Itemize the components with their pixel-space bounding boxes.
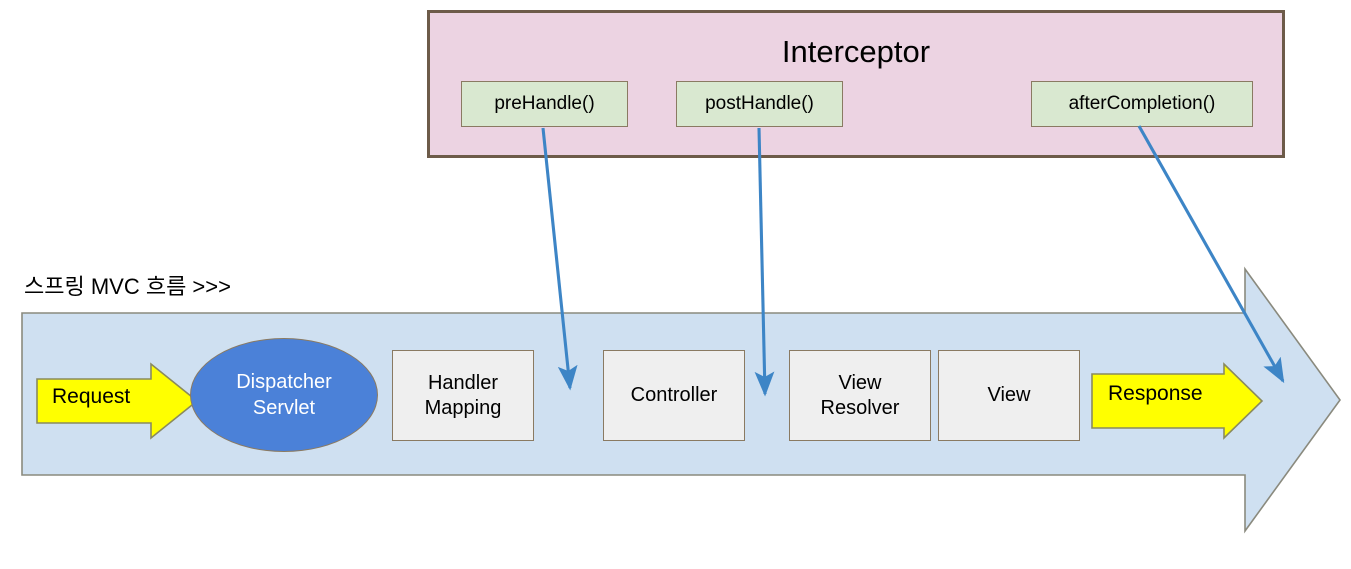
method-box-posthandle[interactable]: postHandle() [676, 81, 843, 127]
node-controller-label: Controller [630, 384, 718, 406]
method-aftercompletion-label: afterCompletion() [1068, 93, 1216, 114]
request-arrow-label: Request [52, 385, 131, 408]
node-handler-mapping-line-1: Handler [427, 371, 499, 394]
flow-heading-label: 스프링 MVC 흐름 >>> [24, 274, 231, 299]
method-posthandle-label: postHandle() [705, 93, 814, 114]
dispatcher-line-2: Servlet [252, 397, 316, 419]
dispatcher-servlet-label: Dispatcher Servlet [236, 369, 332, 421]
node-view-resolver-line-1: View [838, 371, 882, 394]
method-box-aftercompletion[interactable]: afterCompletion() [1031, 81, 1253, 127]
node-controller[interactable]: Controller [603, 350, 745, 441]
node-view[interactable]: View [938, 350, 1080, 441]
request-arrow-shape [36, 362, 199, 440]
response-arrow-label: Response [1108, 382, 1203, 405]
node-view-resolver-label: View Resolver [821, 371, 900, 421]
dispatcher-servlet-node[interactable]: Dispatcher Servlet [190, 338, 378, 452]
node-handler-mapping[interactable]: Handler Mapping [392, 350, 534, 441]
node-handler-mapping-label: Handler Mapping [425, 371, 502, 421]
node-view-resolver[interactable]: View Resolver [789, 350, 931, 441]
method-box-prehandle[interactable]: preHandle() [461, 81, 628, 127]
dispatcher-line-1: Dispatcher [236, 371, 332, 393]
interceptor-title: Interceptor [781, 34, 931, 69]
node-handler-mapping-line-2: Mapping [424, 396, 502, 419]
node-view-label: View [987, 384, 1031, 406]
method-prehandle-label: preHandle() [494, 93, 595, 114]
node-view-resolver-line-2: Resolver [820, 396, 900, 419]
